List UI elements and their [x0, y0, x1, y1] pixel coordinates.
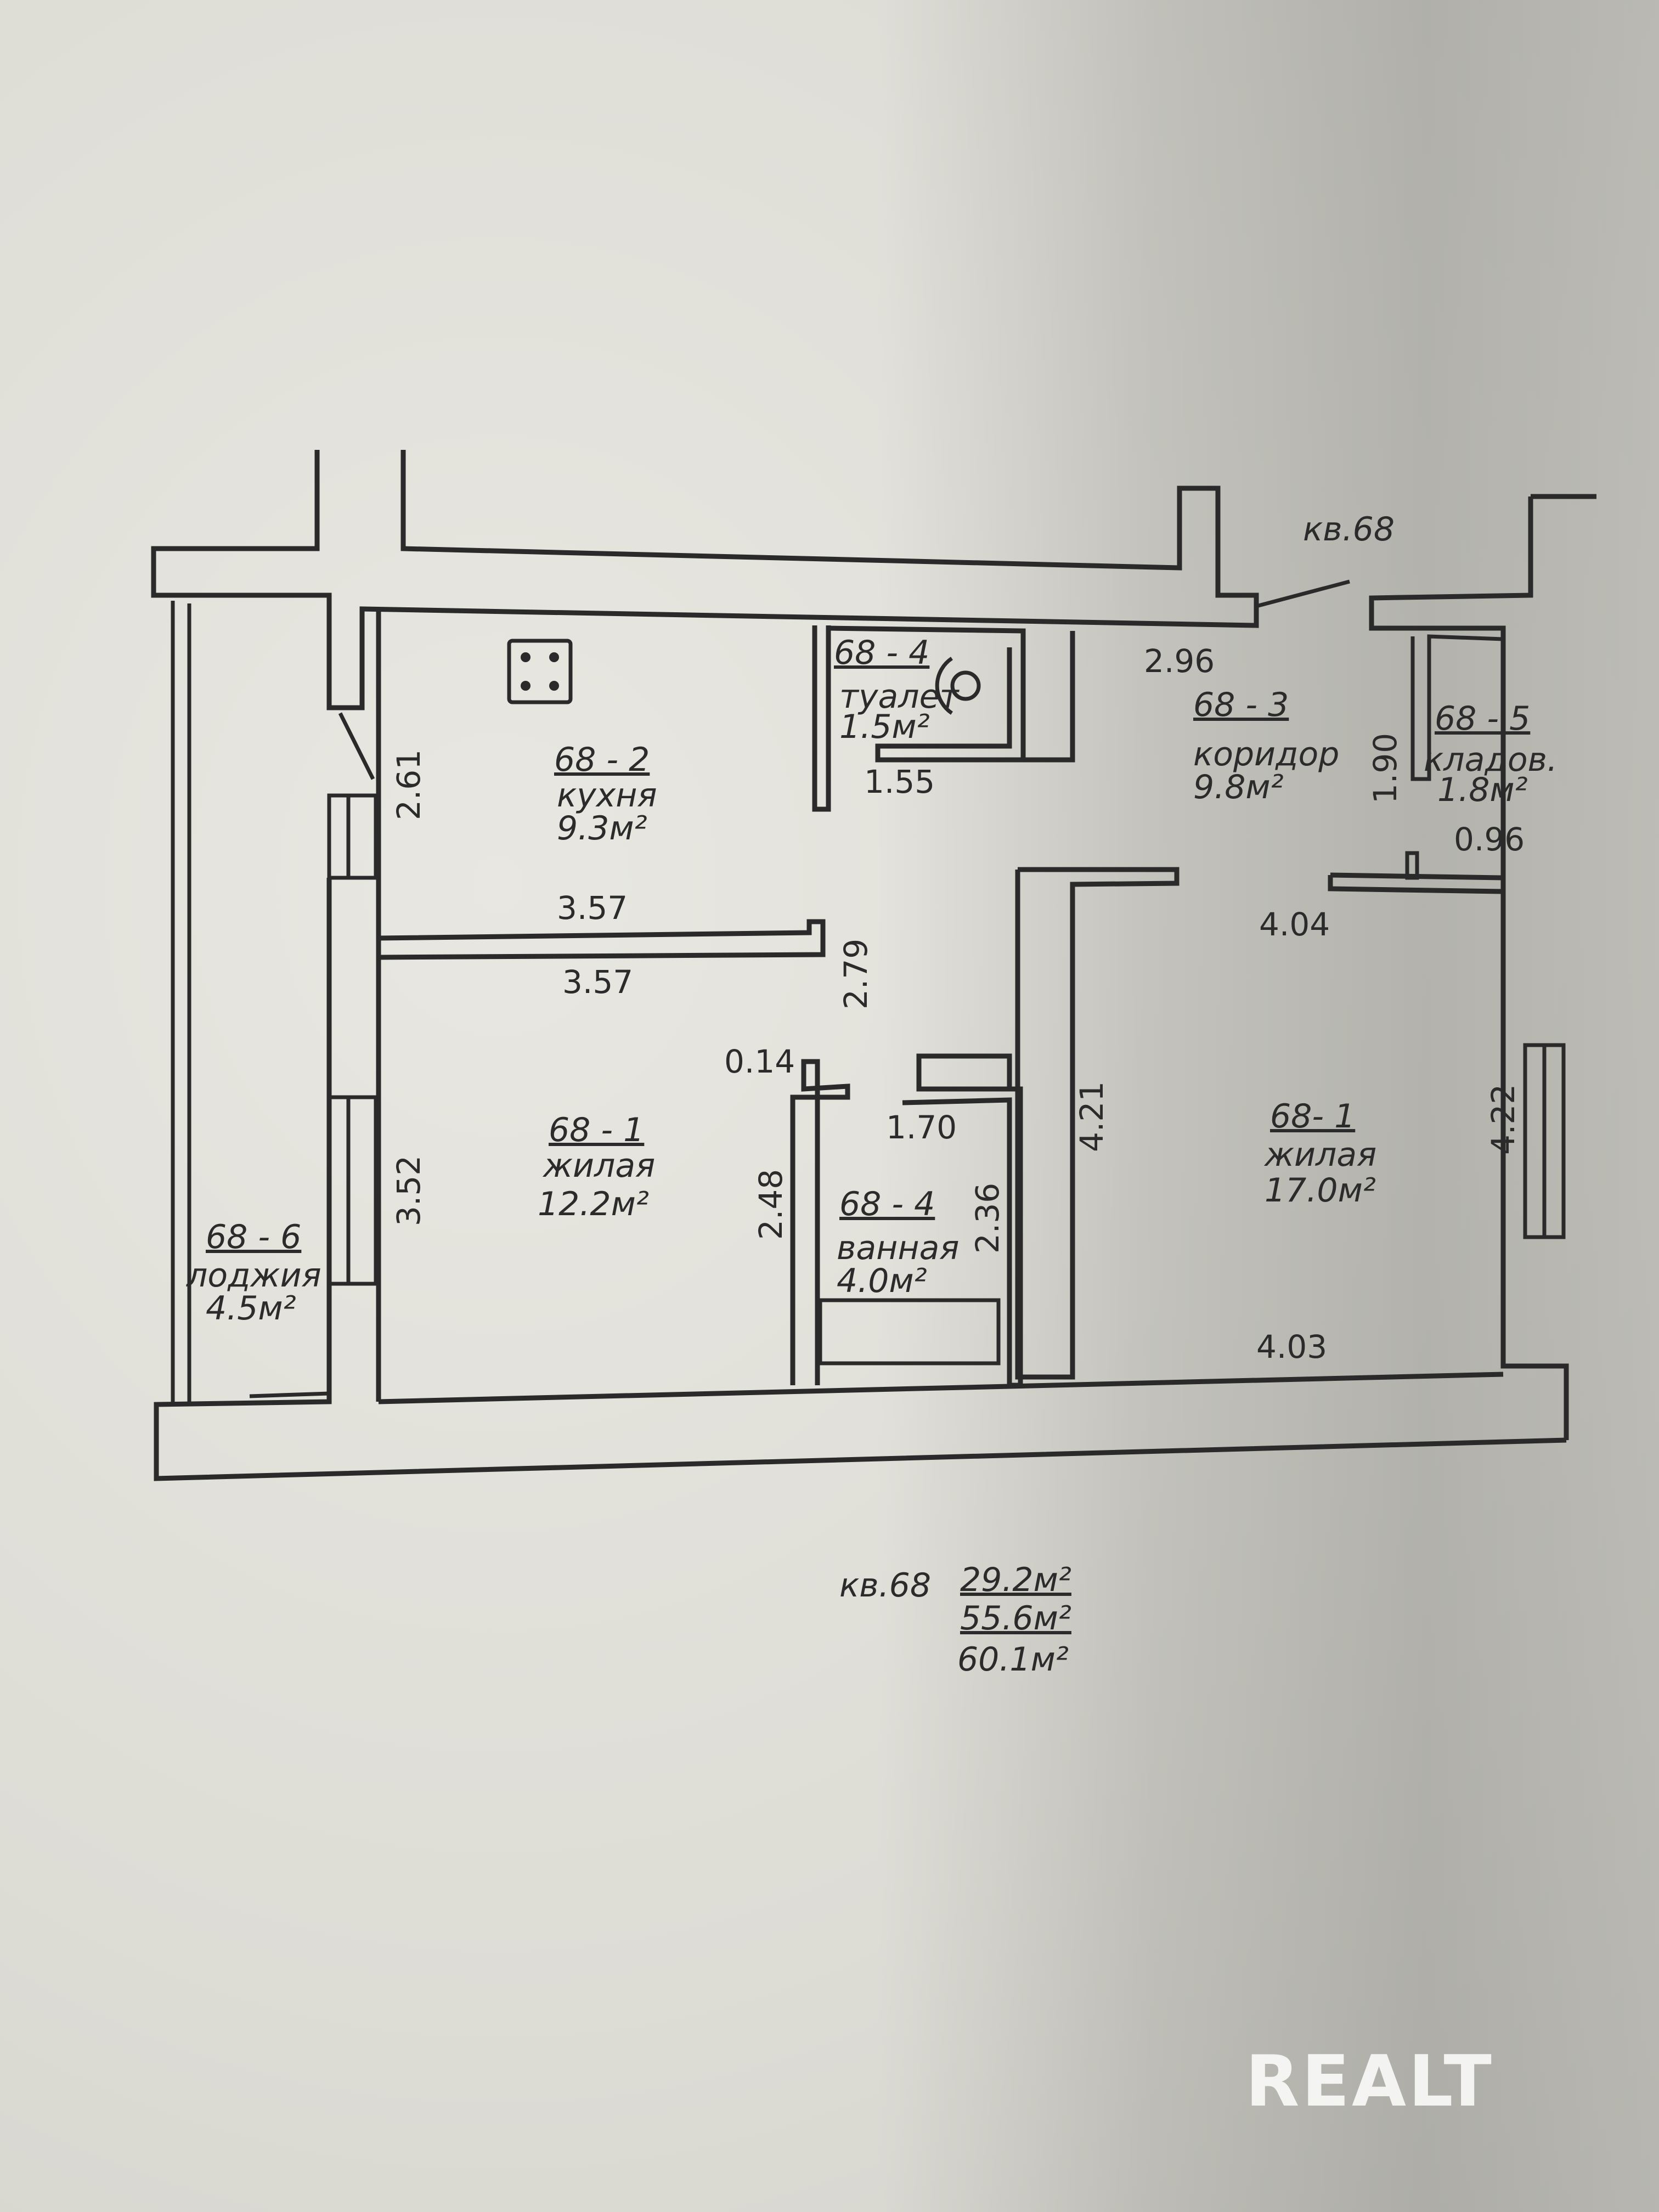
dim-2-48: 2.48	[752, 1169, 789, 1240]
bathroom-area: 4.0м²	[837, 1262, 927, 1300]
living-left-code: 68 - 1	[549, 1111, 644, 1149]
living-right-top-wall	[1015, 867, 1180, 1380]
watermark-logo: REALT	[1245, 2041, 1494, 2123]
burner-icon	[521, 652, 531, 662]
outer-wall-top	[151, 450, 1259, 710]
living-right-area: 17.0м²	[1265, 1171, 1376, 1210]
loggia-wall	[171, 601, 191, 1407]
dim-3-57-bottom: 3.57	[562, 963, 633, 1001]
dim-4-03: 4.03	[1256, 1328, 1327, 1365]
corridor-wall-left	[1023, 631, 1075, 763]
living-left-area: 12.2м²	[538, 1185, 649, 1223]
kitchen-name: кухня	[557, 776, 657, 815]
toilet-right-wall	[828, 625, 1026, 763]
bathtub-icon	[818, 1298, 1001, 1365]
loggia-code: 68 - 6	[206, 1218, 301, 1256]
bottom-inner-wall	[378, 1372, 1504, 1404]
dim-2-96: 2.96	[1144, 642, 1215, 680]
corridor-code: 68 - 3	[1193, 686, 1289, 724]
storage-door-stop	[1405, 851, 1419, 880]
summary-label: кв.68	[839, 1566, 931, 1605]
summary-total-area: 55.6м²	[960, 1599, 1071, 1638]
dim-1-70: 1.70	[886, 1109, 957, 1146]
loggia-rail	[249, 1391, 330, 1398]
summary-living-area: 29.2м²	[960, 1561, 1071, 1599]
dim-1-55: 1.55	[864, 763, 935, 800]
burner-icon	[549, 681, 559, 691]
storage-code: 68 - 5	[1435, 699, 1530, 738]
dim-4-04: 4.04	[1259, 906, 1330, 943]
loggia-name: лоджия	[186, 1256, 321, 1295]
stove-icon	[507, 639, 573, 704]
corridor-name: коридор	[1193, 735, 1339, 774]
kitchen-pointer	[338, 712, 375, 780]
burner-icon	[549, 652, 559, 662]
corridor-area: 9.8м²	[1193, 768, 1284, 806]
kitchen-area: 9.3м²	[557, 809, 647, 848]
living-right-name: жилая	[1263, 1136, 1376, 1174]
dim-2-61: 2.61	[390, 749, 427, 820]
bathroom-code: 68 - 4	[839, 1185, 935, 1223]
bathroom-name: ванная	[837, 1229, 959, 1267]
toilet-code: 68 - 4	[834, 634, 929, 672]
storage-area: 1.8м²	[1437, 771, 1528, 809]
storage-name: кладов.	[1424, 741, 1558, 779]
window-living-left	[327, 1095, 378, 1286]
kitchen-code: 68 - 2	[554, 741, 650, 779]
dim-0-96: 0.96	[1454, 821, 1525, 858]
toilet-bowl-icon	[950, 670, 981, 701]
dim-1-90: 1.90	[1367, 733, 1404, 804]
dim-3-52: 3.52	[390, 1155, 427, 1226]
toilet-area: 1.5м²	[839, 708, 930, 746]
apartment-label: кв.68	[1303, 510, 1395, 549]
living-right-code: 68- 1	[1270, 1097, 1355, 1136]
loggia-area: 4.5м²	[206, 1289, 296, 1328]
bathroom-walls	[790, 1059, 850, 1385]
window-kitchen	[327, 793, 378, 880]
toilet-seat-icon	[935, 657, 953, 715]
bathroom-right-walls	[902, 1053, 1023, 1388]
kitchen-living-divider	[378, 919, 826, 960]
burner-icon	[521, 681, 531, 691]
apartment-pointer	[1256, 579, 1350, 608]
dim-0-14: 0.14	[724, 1043, 795, 1080]
summary-total-with-loggia: 60.1м²	[957, 1640, 1069, 1679]
storage-divider	[1328, 872, 1506, 894]
toilet-wall	[812, 625, 831, 812]
storage-wall	[1410, 634, 1504, 781]
dim-2-79: 2.79	[837, 939, 874, 1009]
dim-4-22: 4.22	[1485, 1084, 1522, 1155]
dim-3-57-top: 3.57	[557, 889, 628, 927]
outer-wall-right	[1369, 496, 1569, 1440]
living-left-name: жилая	[542, 1147, 655, 1185]
dim-2-36: 2.36	[969, 1183, 1006, 1254]
toilet-name: туалет	[839, 678, 960, 716]
dim-4-21: 4.21	[1073, 1081, 1110, 1152]
